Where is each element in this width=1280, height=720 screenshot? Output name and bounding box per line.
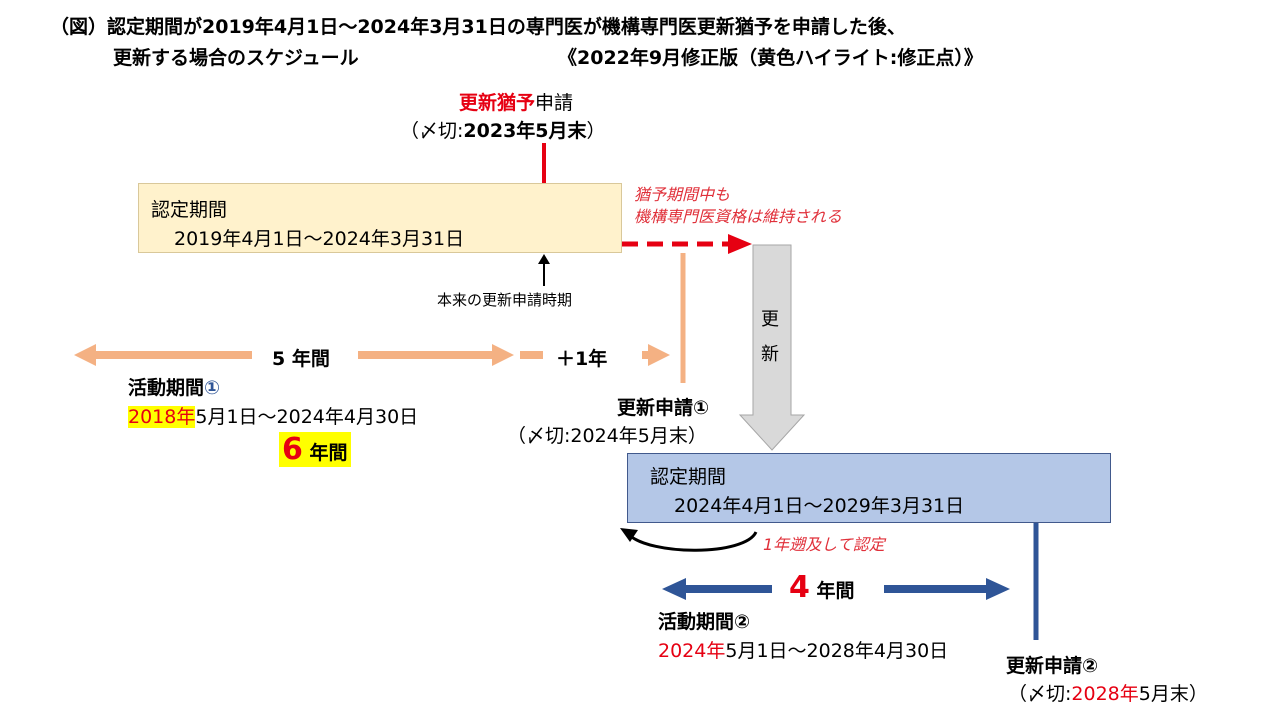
activity1-label-text: 活動期間 [128,377,205,399]
renew1-label: 更新申請① [617,397,710,419]
activity2-range: 2024年5月1日～2028年4月30日 [658,636,948,663]
activity1-label: 活動期間① [128,373,220,400]
period2-label: 認定期間 [650,466,727,488]
grace-request-red: 更新猶予 [459,92,536,114]
renew2-deadline-year: 2028年 [1071,683,1139,705]
retro-note: 1年遡及して認定 [763,535,885,554]
plus-one-arrow [642,344,670,366]
retro-curve [626,531,758,552]
five-year-arrow-right [358,344,514,366]
activity2-range-rest: 5月1日～2028年4月30日 [725,640,949,662]
renew2-deadline-prefix: （〆切: [1008,683,1072,705]
activity1-years-num: 6 [282,432,303,467]
grace-deadline-suffix: ） [586,120,606,142]
grace-dashed-arrowhead [728,234,752,254]
certification-period-box-1: 認定期間 2019年4月1日～2024年3月31日 [138,183,622,253]
period1-label: 認定期間 [151,199,228,221]
activity1-years: 6 年間 [279,432,351,467]
activity1-range-rest: 5月1日～2024年4月30日 [195,406,419,428]
four-year-arrow-left [662,578,772,600]
title-line-2b: 《2022年9月修正版（黄色ハイライト:修正点）》 [558,47,983,69]
renew-down-arrow [738,244,806,451]
activity1-circle: ① [204,377,221,399]
certification-period-box-2: 認定期間 2024年4月1日～2029年3月31日 [627,453,1111,523]
grace-request-label: 更新猶予申請 [459,88,573,115]
grace-note-line2: 機構専門医資格は維持される [634,207,843,226]
period1-range: 2019年4月1日～2024年3月31日 [174,228,465,250]
grace-request-deadline: （〆切:2023年5月末） [400,116,606,143]
four-year-arrow-right [884,578,1010,600]
period2-range: 2024年4月1日～2029年3月31日 [674,495,965,517]
activity2-label: 活動期間② [658,611,751,633]
activity1-years-unit: 年間 [302,442,348,464]
grace-note-line1: 猶予期間中も [634,185,731,204]
title-line-2a: 更新する場合のスケジュール [113,47,359,69]
renew-arrow-char-2: 新 [761,344,779,365]
original-timing-label: 本来の更新申請時期 [437,291,573,309]
activity1-range: 2018年5月1日～2024年4月30日 [128,402,418,429]
activity2-start: 2024年 [658,640,726,662]
four-years-num: 4 [789,570,810,605]
renew2-deadline-suffix: 5月末） [1138,683,1208,705]
plus-one-label: ＋1年 [556,348,608,370]
four-years-unit: 年間 [809,580,855,602]
renew2-deadline: （〆切:2028年5月末） [1008,679,1208,706]
retro-arrowhead [620,528,638,542]
title-line-1: （図）認定期間が2019年4月1日～2024年3月31日の専門医が機構専門医更新… [50,16,906,38]
renew2-label: 更新申請② [1006,655,1099,677]
original-timing-arrowhead [538,254,550,264]
four-years-label: 4 年間 [789,570,855,605]
grace-deadline-date: 2023年5月末 [463,120,587,142]
renew1-deadline: （〆切:2024年5月末） [507,425,707,447]
five-years-label: 5 年間 [272,348,330,370]
renew-arrow-char-1: 更 [761,309,779,330]
grace-request-black: 申請 [535,92,574,114]
grace-deadline-prefix: （〆切: [400,120,464,142]
five-year-arrow-left [74,344,252,366]
activity1-start-highlight: 2018年 [128,406,196,428]
